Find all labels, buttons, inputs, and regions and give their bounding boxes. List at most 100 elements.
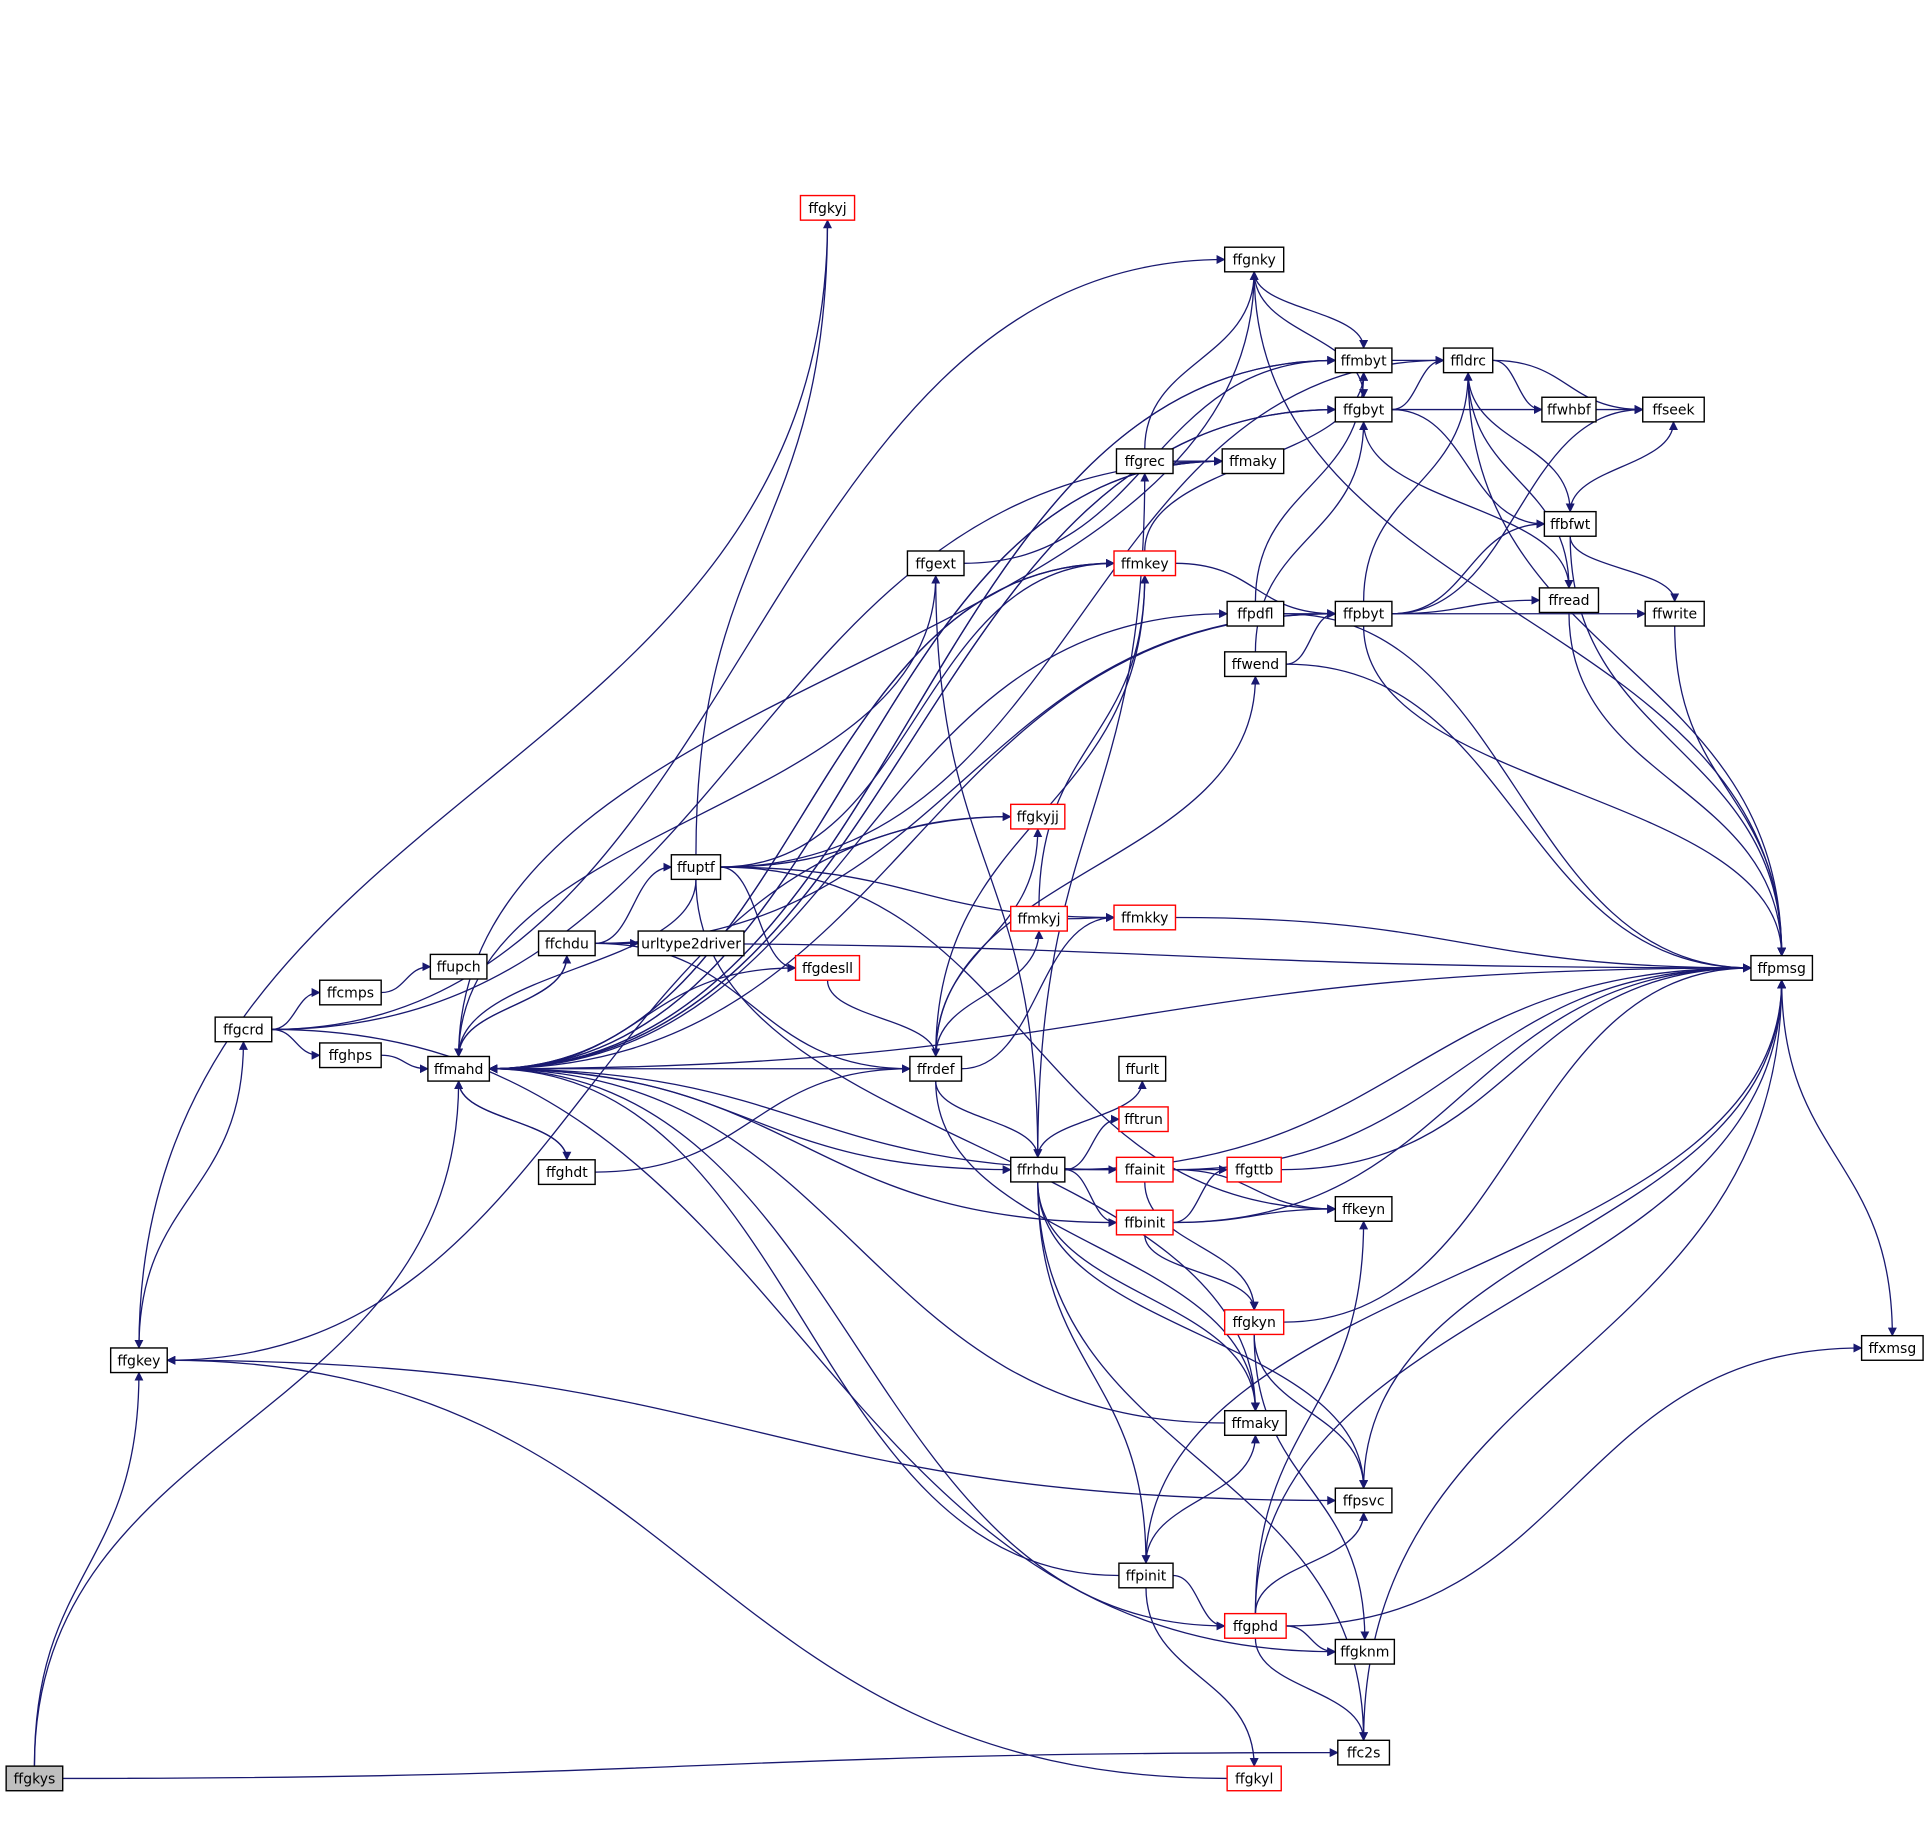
node-label-ffghps: ffghps: [329, 1048, 373, 1064]
edge-ffgphd-to-ffmahd: [488, 1064, 1225, 1627]
node-ffread[interactable]: ffread: [1538, 587, 1600, 614]
node-label-ffgkys: ffgkys: [14, 1771, 56, 1787]
node-ffghps[interactable]: ffghps: [318, 1042, 382, 1069]
node-label-ffghdt: ffghdt: [546, 1165, 588, 1181]
node-ffc2s[interactable]: ffc2s: [1337, 1739, 1391, 1766]
node-ffmkky[interactable]: ffmkky: [1113, 904, 1177, 931]
node-label-ffpdfl: ffpdfl: [1237, 607, 1273, 623]
node-box-ffseek: [1642, 396, 1705, 423]
node-ffkeyn[interactable]: ffkeyn: [1334, 1195, 1393, 1222]
node-urltype2driver[interactable]: urltype2driver: [637, 930, 745, 957]
edge-ffchdu-to-ffmahd: [454, 955, 568, 1058]
node-box-ffgbyt: [1334, 396, 1393, 423]
edge-ffgbyt-to-ffldrc: [1391, 355, 1445, 411]
node-ffupch[interactable]: ffupch: [429, 953, 488, 980]
edge-ffrdef-to-ffwend: [935, 675, 1260, 1057]
edge-ffghdt-to-ffmahd: [454, 1080, 568, 1160]
node-label-ffurlt: ffurlt: [1125, 1062, 1159, 1078]
node-ffwend[interactable]: ffwend: [1223, 651, 1287, 678]
node-ffurlt[interactable]: ffurlt: [1118, 1055, 1167, 1082]
edge-ffgkey-to-ffgcrd: [138, 1040, 248, 1348]
node-ffbfwt[interactable]: ffbfwt: [1543, 510, 1597, 537]
edge-ffgphd-to-ffc2s: [1254, 1638, 1369, 1742]
edge-ffgext-to-ffrhdu: [935, 575, 1043, 1159]
node-label-ffgkyjj: ffgkyjj: [1017, 810, 1059, 826]
node-ffgcrd[interactable]: ffgcrd: [214, 1016, 273, 1043]
node-ffmaky-bot[interactable]: ffmaky: [1223, 1409, 1287, 1436]
node-box-ffghdt: [537, 1159, 596, 1186]
node-box-ffpdfl: [1226, 600, 1285, 627]
node-ffgkyjj[interactable]: ffgkyjj: [1010, 803, 1066, 830]
node-ffuptf[interactable]: ffuptf: [670, 854, 722, 881]
node-ffgext[interactable]: ffgext: [906, 550, 965, 577]
node-fftrun[interactable]: fftrun: [1118, 1106, 1169, 1133]
edge-ffgdesll-to-ffrdef: [826, 980, 941, 1058]
node-ffmaky-top[interactable]: ffmaky: [1221, 448, 1285, 475]
node-ffrdef[interactable]: ffrdef: [909, 1055, 963, 1082]
node-label-ffpsvc: ffpsvc: [1343, 1493, 1385, 1509]
node-ffwrite[interactable]: ffwrite: [1644, 600, 1705, 627]
node-ffldrc[interactable]: ffldrc: [1442, 347, 1494, 374]
node-box-ffgdesll: [794, 954, 861, 981]
edge-ffbinit-to-ffgkyn: [1144, 1234, 1259, 1311]
node-ffpinit[interactable]: ffpinit: [1118, 1562, 1174, 1589]
node-ffbinit[interactable]: ffbinit: [1115, 1209, 1174, 1236]
edge-ffgbyt-to-ffbfwt: [1391, 408, 1546, 529]
node-box-ffgkyj: [799, 194, 856, 221]
node-ffpdfl[interactable]: ffpdfl: [1226, 600, 1285, 627]
node-box-ffgkyjj: [1010, 803, 1066, 830]
edge-ffbinit-to-ffkeyn: [1173, 1204, 1337, 1224]
node-ffainit[interactable]: ffainit: [1115, 1156, 1174, 1183]
edge-ffread-to-ffpmsg: [1568, 612, 1787, 957]
edge-ffbfwt-to-ffseek: [1569, 420, 1678, 512]
edge-ffuptf-to-ffmahd: [454, 879, 697, 1058]
edge-ffgcrd-to-ffgknm: [271, 1028, 1337, 1657]
node-ffrhdu[interactable]: ffrhdu: [1010, 1156, 1066, 1183]
edge-ffgphd-to-ffkeyn: [1254, 1220, 1369, 1614]
node-ffgdesll[interactable]: ffgdesll: [794, 954, 861, 981]
edge-ffgrec-to-ffgnky: [1144, 270, 1259, 449]
node-ffxmsg[interactable]: ffxmsg: [1860, 1334, 1924, 1361]
node-ffghdt[interactable]: ffghdt: [537, 1159, 596, 1186]
node-ffwhbf[interactable]: ffwhbf: [1541, 396, 1597, 423]
node-ffgkey[interactable]: ffgkey: [109, 1347, 168, 1374]
edge-ffuptf-to-ffkeyn: [720, 866, 1337, 1214]
node-label-ffrdef: ffrdef: [917, 1062, 956, 1078]
node-ffgkyn[interactable]: ffgkyn: [1223, 1309, 1285, 1336]
node-ffseek[interactable]: ffseek: [1642, 396, 1705, 423]
node-ffpbyt[interactable]: ffpbyt: [1334, 600, 1393, 627]
node-ffcmps[interactable]: ffcmps: [318, 979, 382, 1006]
node-ffmbyt[interactable]: ffmbyt: [1334, 347, 1393, 374]
node-label-ffwhbf: ffwhbf: [1547, 403, 1592, 419]
edge-ffpdfl-to-ffpmsg: [1283, 613, 1752, 973]
node-box-ffwhbf: [1541, 396, 1597, 423]
node-ffmahd[interactable]: ffmahd: [427, 1055, 491, 1082]
node-ffgkyj[interactable]: ffgkyj: [799, 194, 856, 221]
node-ffgnky[interactable]: ffgnky: [1223, 246, 1285, 273]
node-label-ffainit: ffainit: [1125, 1163, 1166, 1179]
edge-ffmahd-to-ffpmsg: [489, 963, 1752, 1070]
node-ffmkey[interactable]: ffmkey: [1113, 550, 1177, 577]
edge-ffgnky-to-ffgbyt: [1253, 271, 1369, 399]
node-ffchdu[interactable]: ffchdu: [537, 930, 596, 957]
node-box-ffmaky-top: [1221, 448, 1285, 475]
edge-ffainit-to-ffpmsg: [1173, 963, 1752, 1171]
node-ffgphd[interactable]: ffgphd: [1223, 1612, 1287, 1639]
edge-ffgcrd-to-ffcmps: [271, 988, 321, 1031]
node-ffgrec[interactable]: ffgrec: [1115, 448, 1174, 475]
node-label-ffbfwt: ffbfwt: [1550, 517, 1591, 533]
node-label-ffwrite: ffwrite: [1652, 607, 1697, 623]
node-ffpmsg[interactable]: ffpmsg: [1750, 954, 1814, 981]
edge-ffpbyt-to-ffpmsg: [1362, 626, 1787, 957]
node-ffgbyt[interactable]: ffgbyt: [1334, 396, 1393, 423]
node-ffpsvc[interactable]: ffpsvc: [1334, 1487, 1393, 1514]
edge-ffwend-to-ffpmsg: [1286, 663, 1752, 973]
node-ffgknm[interactable]: ffgknm: [1334, 1638, 1396, 1665]
edge-ffgphd-to-ffpsvc: [1254, 1511, 1369, 1614]
node-ffgttb[interactable]: ffgttb: [1226, 1156, 1282, 1183]
node-ffmkyj[interactable]: ffmkyj: [1010, 905, 1068, 932]
node-ffgkyl[interactable]: ffgkyl: [1226, 1765, 1282, 1792]
edge-ffuptf-to-ffldrc: [720, 355, 1445, 868]
edge-ffmahd-to-ffpdfl: [489, 609, 1229, 1070]
edge-ffpbyt-to-ffmahd: [488, 613, 1336, 1074]
